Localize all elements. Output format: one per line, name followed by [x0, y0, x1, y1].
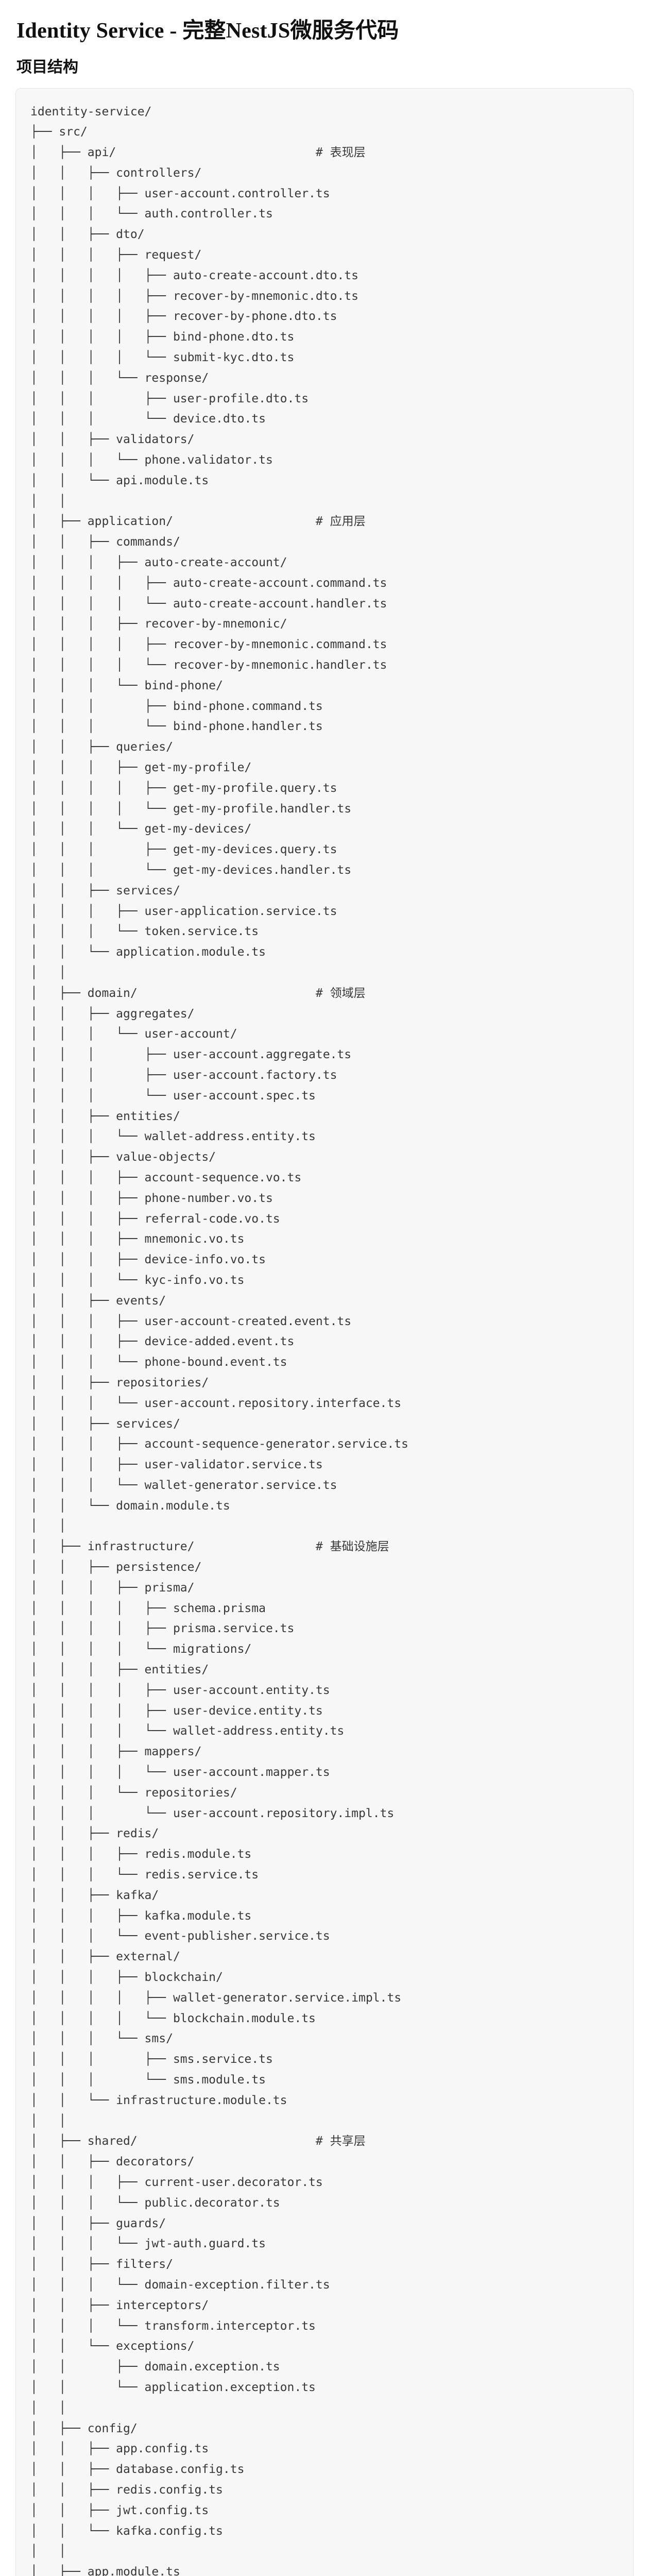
page-title: Identity Service - 完整NestJS微服务代码: [16, 19, 399, 43]
project-structure-tree-code-block: identity-service/ ├── src/ │ ├── api/ # …: [15, 88, 634, 2576]
section-heading-project-structure: 项目结构: [16, 58, 78, 76]
